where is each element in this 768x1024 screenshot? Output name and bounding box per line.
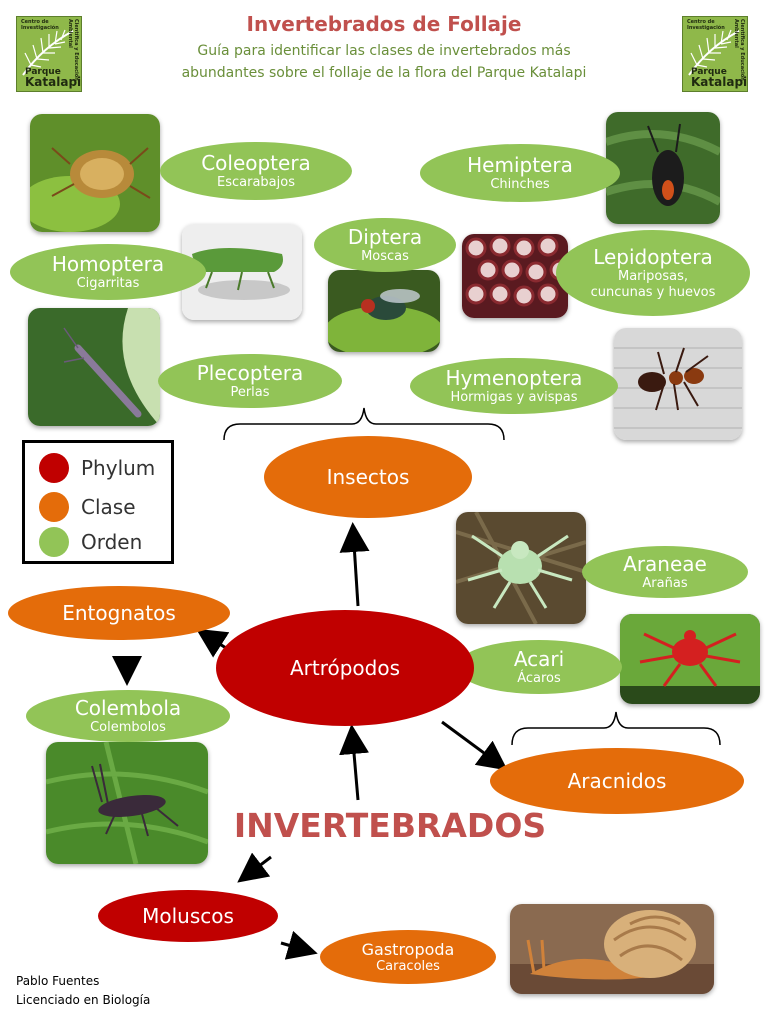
author-name: Pablo Fuentes [16,974,100,988]
node-lepidoptera: Lepidoptera Mariposas, cuncunas y huevos [556,230,750,316]
diptera-common: Moscas [361,249,409,264]
node-moluscos: Moluscos [98,890,278,942]
node-coleoptera: Coleoptera Escarabajos [160,142,352,200]
node-artropodos: Artrópodos [216,610,474,726]
acari-photo [620,614,760,704]
arrow-invertebrados-artropodos [339,724,369,801]
colembola-name: Colembola [74,696,182,720]
node-gastropoda: Gastropoda Caracoles [320,930,496,984]
plecoptera-name: Plecoptera [196,361,304,385]
palm-leaf-icon [688,29,740,76]
araneae-common: Arañas [642,576,688,591]
colembola-common: Colembolos [90,720,166,735]
subtitle-line-1: Guía para identificar las clases de inve… [197,43,571,59]
coleoptera-common: Escarabajos [217,175,295,190]
logo-name-line-2: Katalapi [25,75,82,89]
node-entognatos: Entognatos [8,586,230,640]
page-subtitle: Guía para identificar las clases de inve… [150,40,618,84]
homoptera-name: Homoptera [51,252,165,276]
aracnidos-label: Aracnidos [567,769,667,793]
legend-dot-phylum [39,453,69,483]
moluscos-label: Moluscos [142,904,234,928]
node-colembola: Colembola Colembolos [26,690,230,742]
lepidoptera-common-line-1: Mariposas, [618,269,688,284]
author-credit: Pablo Fuentes Licenciado en Biología [16,972,150,1010]
insects-brace [223,407,505,441]
entognatos-label: Entognatos [62,601,176,625]
page-title: Invertebrados de Follaje [246,12,522,36]
node-aracnidos: Aracnidos [490,748,744,814]
plecoptera-common: Perlas [230,385,270,400]
hymenoptera-common: Hormigas y avispas [450,390,578,405]
author-degree: Licenciado en Biología [16,993,151,1007]
artropodos-label: Artrópodos [289,656,401,680]
gastropoda-common: Caracoles [376,958,440,974]
logo-side-text: Científica y Educación Ambiental [733,19,745,81]
homoptera-photo [182,224,302,320]
palm-leaf-icon [22,29,74,76]
coleoptera-name: Coleoptera [201,151,311,175]
legend-label-phylum: Phylum [81,456,156,480]
logo-name-line-1: Parque [25,67,61,77]
hemiptera-common: Chinches [490,177,550,192]
plecoptera-photo [28,308,160,426]
homoptera-common: Cigarritas [76,276,140,291]
node-hemiptera: Hemiptera Chinches [420,144,620,202]
insectos-label: Insectos [326,465,410,489]
logo-top-text: Centro de Investigación [21,19,59,31]
araneae-name: Araneae [623,552,707,576]
root-invertebrados: INVERTEBRADOS [233,806,547,845]
lepidoptera-photo [462,234,568,318]
arrow-artropodos-entognatos [195,628,230,658]
hymenoptera-name: Hymenoptera [445,366,583,390]
legend-dot-orden [39,527,69,557]
acari-name: Acari [513,647,565,671]
arrow-artropodos-aracnidos [441,720,508,771]
lepidoptera-common-line-2: cuncunas y huevos [590,285,716,300]
legend: Phylum Clase Orden [22,440,174,564]
node-hymenoptera: Hymenoptera Hormigas y avispas [410,358,618,414]
logo-name: Parque Katalapi [691,67,748,89]
hymenoptera-photo [614,328,742,440]
legend-dot-clase [39,492,69,522]
subtitle-line-2: abundantes sobre el follaje de la flora … [181,65,587,81]
diptera-photo [328,270,440,352]
node-araneae: Araneae Arañas [582,546,748,598]
arrow-invertebrados-moluscos [237,852,272,883]
arachnids-brace [511,711,721,746]
hemiptera-name: Hemiptera [467,153,573,177]
logo-top-text: Centro de Investigación [687,19,725,31]
node-insectos: Insectos [264,436,472,518]
diptera-name: Diptera [347,225,423,249]
katalapi-logo-left: Centro de Investigación Científica y Edu… [16,16,82,92]
katalapi-logo-right: Centro de Investigación Científica y Edu… [682,16,748,92]
legend-item-clase: Clase [39,492,136,522]
logo-name-line-2: Katalapi [691,75,748,89]
logo-side-text: Científica y Educación Ambiental [67,19,79,81]
lepidoptera-name: Lepidoptera [593,245,713,269]
node-homoptera: Homoptera Cigarritas [10,244,206,300]
arrow-artropodos-insectos [339,522,370,607]
node-acari: Acari Ácaros [456,640,622,694]
legend-item-phylum: Phylum [39,453,155,483]
acari-common: Ácaros [517,671,561,686]
legend-item-orden: Orden [39,527,142,557]
legend-label-clase: Clase [81,495,136,519]
node-plecoptera: Plecoptera Perlas [158,354,342,408]
logo-name-line-1: Parque [691,67,727,77]
colembola-photo [46,742,208,864]
gastropoda-photo [510,904,714,994]
hemiptera-photo [606,112,720,224]
gastropoda-name: Gastropoda [361,939,455,959]
coleoptera-photo [30,114,160,232]
legend-label-orden: Orden [81,530,143,554]
logo-name: Parque Katalapi [25,67,82,89]
arrow-moluscos-gastropoda [280,930,318,960]
araneae-photo [456,512,586,624]
node-diptera: Diptera Moscas [314,218,456,272]
